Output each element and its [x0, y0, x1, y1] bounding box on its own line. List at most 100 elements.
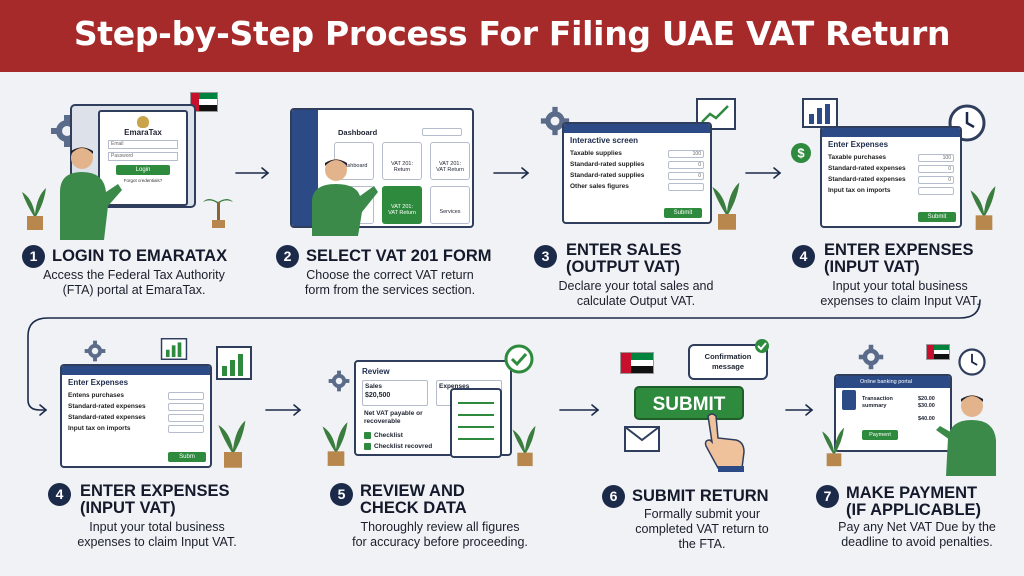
expenses-window: Enter Expenses Entens purchases Standard… [60, 364, 212, 468]
banking-window: Online banking portal Transaction summar… [834, 374, 952, 452]
step1-illustration: EmaraTax Email Password Login Forgot cre… [20, 92, 240, 240]
envelope-icon [624, 426, 660, 452]
submit-button[interactable]: Submit [664, 208, 702, 218]
tile-services-2[interactable]: Services [430, 186, 470, 224]
page-title: Step-by-Step Process For Filing UAE VAT … [73, 14, 951, 53]
sales-row-4: Other sales figures [564, 181, 710, 192]
check-icon [364, 443, 371, 450]
uae-flag-icon [620, 352, 654, 374]
palm-icon [203, 199, 233, 228]
expenses-window-title: Enter Expenses [68, 378, 129, 387]
gear-icon [328, 370, 350, 392]
step5-number: 5 [330, 483, 353, 506]
step4-title: ENTER EXPENSES (INPUT VAT) [824, 241, 974, 276]
banking-header: Online banking portal [836, 376, 950, 388]
check-icon [364, 432, 371, 439]
sales-input-1[interactable]: 100 [668, 149, 704, 158]
header-banner: Step-by-Step Process For Filing UAE VAT … [0, 0, 1024, 72]
step4-number: 4 [792, 245, 815, 268]
sales-input-3[interactable]: 0 [668, 171, 704, 180]
step5-description: Thoroughly review all figures for accura… [352, 520, 528, 549]
submit-button[interactable]: Subm [168, 452, 206, 462]
sales-box: Sales $20,500 [362, 380, 428, 406]
gear-icon [540, 106, 570, 136]
step5-illustration: Review Sales $20,500 Expenses Net VAT pa… [320, 334, 550, 474]
step4b-title: ENTER EXPENSES (INPUT VAT) [80, 482, 230, 517]
step7-description: Pay any Net VAT Due by the deadline to a… [838, 520, 996, 549]
plant-icon [712, 182, 740, 230]
tile-vat201-selected[interactable]: VAT 201: VAT Return [382, 186, 422, 224]
submit-button[interactable]: Submit [918, 212, 956, 222]
clock-icon [958, 348, 986, 376]
payment-button[interactable]: Payment [862, 430, 898, 440]
tile-vat201-vat-return[interactable]: VAT 201: VAT Return [430, 142, 470, 180]
expenses-input-2[interactable]: 0 [918, 164, 954, 173]
step4b-number: 4 [48, 483, 71, 506]
step2-title: SELECT VAT 201 FORM [306, 247, 492, 265]
plant-icon [512, 425, 536, 467]
login-button[interactable]: Login [116, 165, 170, 175]
step7-number: 7 [816, 485, 839, 508]
expenses-input-4[interactable] [918, 186, 954, 195]
sales-input-2[interactable]: 0 [668, 160, 704, 169]
step4b-description: Input your total business expenses to cl… [77, 520, 237, 549]
uae-flag-icon [190, 92, 218, 112]
transaction-total: $40.00 [918, 416, 935, 422]
sales-window-title: Interactive screen [570, 136, 639, 145]
step2-number: 2 [276, 245, 299, 268]
confirmation-bubble: Confirmation message [688, 344, 768, 380]
hand-pointer-icon [704, 413, 745, 472]
step1-title: LOGIN TO EMARATAX [52, 247, 228, 265]
chart-icon [802, 98, 838, 128]
plant-icon [218, 420, 246, 468]
step3-description: Declare your total sales and calculate O… [558, 279, 714, 308]
step6-number: 6 [602, 485, 625, 508]
step1-description: Access the Federal Tax Authority (FTA) p… [43, 268, 225, 297]
step7-illustration: Online banking portal Transaction summar… [820, 336, 1010, 476]
password-field[interactable]: Password [108, 152, 178, 161]
expenses-input-1[interactable]: 100 [918, 153, 954, 162]
expenses-window-title: Enter Expenses [828, 140, 889, 149]
sales-label: Sales [365, 383, 382, 390]
email-field[interactable]: Email [108, 140, 178, 149]
step3-title: ENTER SALES (OUTPUT VAT) [566, 241, 682, 276]
expenses-input-4[interactable] [168, 424, 204, 433]
step4b-illustration: Enter Expenses Entens purchases Standard… [56, 336, 266, 476]
expenses-row-1: Entens purchases [62, 390, 210, 401]
checkmark-icon [755, 339, 769, 353]
expenses-row-3: Standard-rated expenses [62, 412, 210, 423]
sales-input-4[interactable] [668, 182, 704, 191]
expenses-input-3[interactable] [168, 413, 204, 422]
plant-icon [822, 427, 845, 467]
uae-flag-icon [926, 344, 950, 360]
expenses-input-2[interactable] [168, 402, 204, 411]
submit-button[interactable]: SUBMIT [634, 386, 744, 420]
transaction-label: Transaction summary [862, 396, 893, 409]
brand-label: EmaraTax [124, 128, 162, 137]
tile-vat201-return[interactable]: VAT 201: Return [382, 142, 422, 180]
step2-description: Choose the correct VAT return form from … [304, 268, 476, 297]
dashboard-header: Dashboard [338, 128, 378, 137]
svg-text:$: $ [797, 146, 805, 161]
dollar-icon: $ [791, 143, 811, 163]
checklist-item: Checklist recovred [364, 443, 432, 450]
step7-title: MAKE PAYMENT (IF APPLICABLE) [846, 484, 982, 519]
review-title: Review [362, 367, 390, 376]
expenses-input-1[interactable] [168, 391, 204, 400]
forgot-link[interactable]: Forgot credentials? [123, 178, 163, 183]
gear-icon [84, 340, 106, 362]
clipboard-icon [450, 388, 502, 458]
gear-icon [858, 344, 884, 370]
expenses-input-3[interactable]: 0 [918, 175, 954, 184]
net-vat-label: Net VAT payable or recoverable [364, 410, 423, 425]
